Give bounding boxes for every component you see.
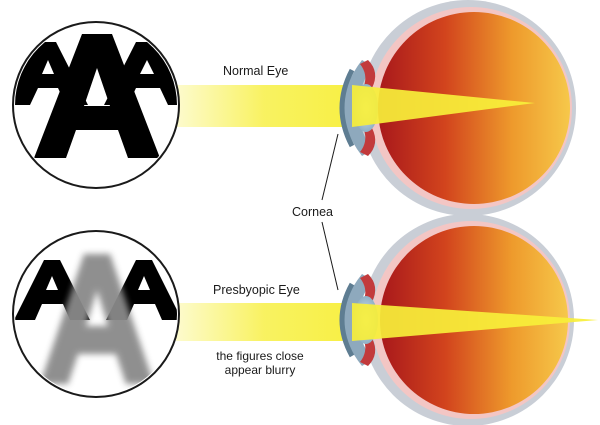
presbyopic-eye-group (176, 214, 598, 425)
normal-eye-label: Normal Eye (223, 64, 289, 78)
presbyopic-light-beam (176, 303, 352, 341)
chart-circle-normal (12, 21, 180, 189)
blurry-note-line1: the figures close (216, 349, 304, 363)
normal-focused-beam (352, 85, 535, 127)
normal-light-beam (176, 85, 352, 127)
presbyopic-eye-label: Presbyopic Eye (213, 283, 300, 297)
chart-circle-presbyopic (12, 230, 180, 398)
letter-a-center-blurry (40, 254, 154, 384)
cornea-label: Cornea (292, 205, 333, 219)
presbyopic-focused-beam (352, 303, 598, 341)
blurry-note-line2: appear blurry (224, 363, 296, 377)
blurry-note: the figures close appear blurry (190, 349, 330, 377)
cornea-pointer-bottom (321, 221, 339, 291)
normal-eye-group (176, 0, 576, 216)
cornea-pointer-top (321, 133, 339, 201)
letter-a-center (34, 34, 160, 158)
